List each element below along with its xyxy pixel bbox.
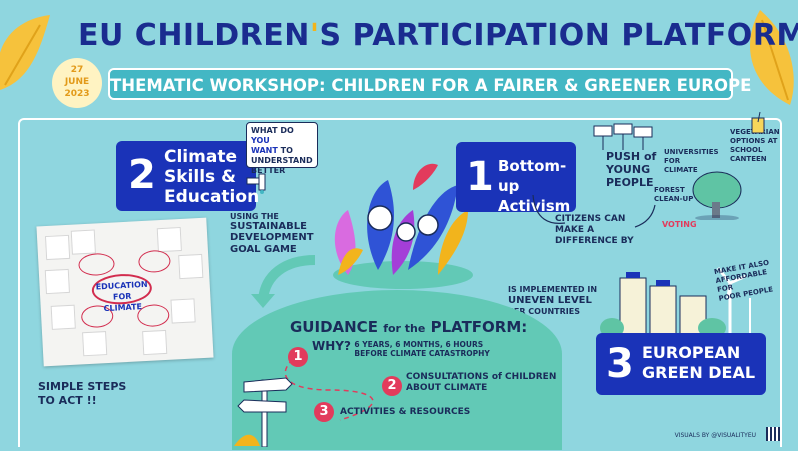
guidance-for-the: for the [383, 322, 425, 335]
activism-title-line1: Bottom-up [498, 156, 576, 196]
collage-circle [138, 250, 171, 274]
date-year: 2023 [52, 88, 102, 100]
bubble-to: TO [281, 146, 293, 155]
date-month: JUNE [52, 76, 102, 88]
implemented-line2: UNEVEN LEVEL [508, 295, 597, 307]
subtitle: THEMATIC WORKSHOP: CHILDREN FOR A FAIRER… [110, 76, 751, 95]
guidance-item-3-label: ACTIVITIES & RESOURCES [340, 407, 470, 417]
green-deal-card: 3 EUROPEAN GREEN DEAL [596, 333, 766, 395]
page-title: EU CHILDREN'S PARTICIPATION PLATFORM [78, 18, 738, 53]
guidance-item-1-detail2: BEFORE CLIMATE CATASTROPHY [354, 349, 489, 358]
tree-icon [688, 168, 746, 220]
understand-bubble: WHAT DO YOU WANT TO UNDERSTAND BETTER [246, 122, 318, 168]
guidance-item-2-label: CONSULTATIONS [406, 372, 489, 382]
bubble-want: WANT [251, 146, 278, 155]
simple-steps-line1: SIMPLE STEPS [38, 380, 126, 394]
bubble-what-do: WHAT DO [251, 126, 294, 135]
simple-steps-note: SIMPLE STEPS TO ACT !! [38, 380, 126, 408]
visuals-credit: VISUALS BY @VISUALITYEU [675, 432, 756, 439]
signpost-icon [230, 370, 300, 447]
push-line1: PUSH of [606, 150, 656, 163]
credit-text: VISUALS BY @VISUALITYEU [675, 432, 756, 439]
activism-number: 1 [466, 154, 494, 200]
guidance-item-1-number: 1 [288, 347, 308, 367]
collage-postit [170, 298, 195, 323]
development: DEVELOPMENT [230, 232, 340, 244]
climate-skills-number: 2 [128, 152, 156, 198]
title-part2: S PARTICIPATION PLATFORM [320, 18, 798, 53]
collage-postit [71, 230, 96, 255]
push-young-people: PUSH of YOUNG PEOPLE [606, 150, 656, 189]
guidance-item-2-detail1: of CHILDREN [492, 372, 557, 382]
guidance-item-3: ACTIVITIES & RESOURCES [340, 406, 470, 418]
collage-circle [78, 253, 115, 277]
green-deal-number: 3 [606, 341, 634, 387]
guidance-heading: GUIDANCE for the PLATFORM: [290, 318, 527, 336]
green-deal-title: EUROPEAN GREEN DEAL [642, 343, 755, 383]
collage-postit [178, 254, 203, 279]
guidance-item-2-number: 2 [382, 376, 402, 396]
guidance-item-3-number: 3 [314, 402, 334, 422]
bubble-understand: UNDERSTAND [251, 156, 313, 166]
qr-code-icon [766, 427, 780, 441]
guidance-item-2: CONSULTATIONS of CHILDREN ABOUT CLIMATE [406, 372, 556, 394]
guidance-item-1: WHY? 6 YEARS, 6 MONTHS, 6 HOURS BEFORE C… [312, 340, 490, 358]
title-part1: EU CHILDREN [78, 18, 310, 53]
voting-badge: VOTING [662, 220, 697, 229]
curved-arrow [245, 250, 325, 310]
plant-illustration [318, 150, 478, 290]
guidance-platform: PLATFORM: [431, 318, 528, 336]
push-line2: YOUNG [606, 163, 656, 176]
green-deal-line2: GREEN DEAL [642, 363, 755, 383]
date-badge: 27 JUNE 2023 [52, 58, 102, 108]
climate-skills-card: 2 Climate Skills & Education [116, 141, 256, 211]
guidance-item-1-label: WHY? [312, 339, 351, 353]
collage-postit [51, 305, 76, 330]
collage-center-label: EDUCATION FOR CLIMATE [91, 273, 152, 306]
leaf-decoration-top-left [0, 10, 60, 100]
simple-steps-line2: TO ACT !! [38, 394, 126, 408]
green-deal-line1: EUROPEAN [642, 343, 755, 363]
collage-label-line2: FOR CLIMATE [94, 290, 151, 315]
collage-postit [142, 330, 167, 355]
implemented-line1: IS IMPLEMENTED IN [508, 285, 597, 295]
arrow-connectors [525, 195, 665, 240]
workshop-collage-photo: EDUCATION FOR CLIMATE [36, 218, 213, 367]
guidance-item-2-detail2: ABOUT CLIMATE [406, 383, 556, 394]
climate-title-line1: Climate [164, 147, 259, 167]
sustainable: SUSTAINABLE [230, 221, 307, 232]
collage-postit [45, 235, 70, 260]
voting-text: VOTING [662, 220, 697, 229]
collage-postit [82, 331, 107, 356]
collage-postit [157, 227, 182, 252]
drink-cup-icon [750, 112, 766, 134]
date-day: 27 [52, 64, 102, 76]
guidance-word: GUIDANCE [290, 318, 378, 336]
subtitle-band: THEMATIC WORKSHOP: CHILDREN FOR A FAIRER… [108, 68, 733, 100]
collage-postit [45, 269, 70, 294]
protest-signs-icon [590, 122, 660, 152]
guidance-item-1-detail1: 6 YEARS, 6 MONTHS, 6 HOURS [354, 340, 483, 349]
bubble-you: YOU [251, 136, 270, 145]
title-apostrophe: ' [310, 18, 320, 53]
using-the: USING THE [230, 212, 279, 221]
tap-icon [245, 170, 269, 194]
push-line3: PEOPLE [606, 176, 656, 189]
